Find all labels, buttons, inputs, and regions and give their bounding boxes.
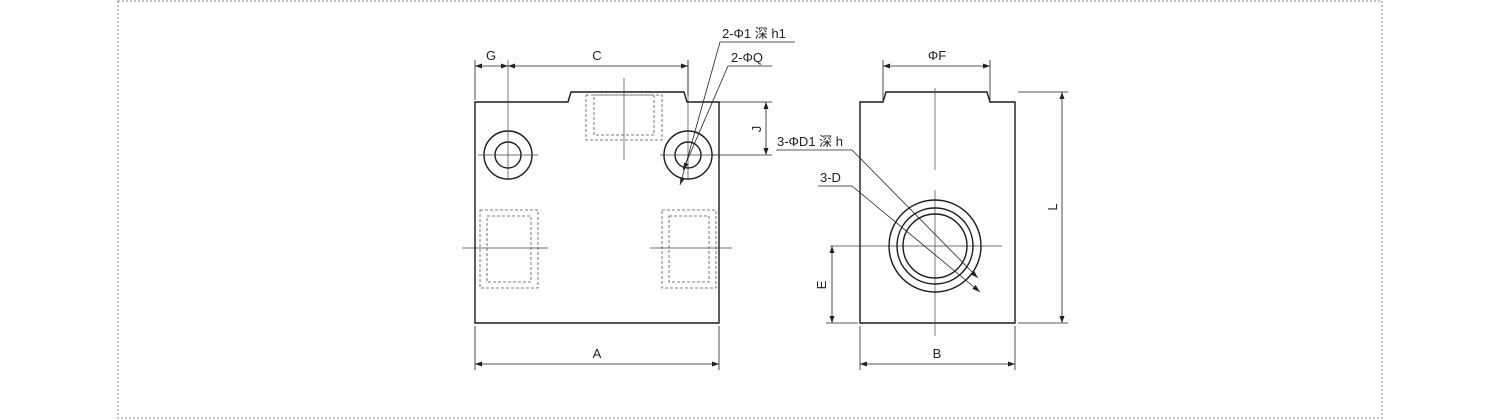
callout-3phid1-arrow: [970, 270, 978, 278]
callout-2phiq-leader: [682, 65, 729, 171]
callout-3d-arrow: [972, 285, 980, 292]
dim-g-arrow-left: [475, 63, 482, 69]
drawing-frame: [117, 0, 1383, 419]
side-view: ΦF B E L 3-ΦD1 深 h 3-D: [776, 48, 1068, 370]
front-view: G C A J 2-Φ1 深 h1 2-ΦQ: [462, 26, 795, 370]
side-view-outline: [859, 91, 1016, 324]
left-side-port-hidden-outer: [479, 209, 539, 289]
callout-2phiq-text: 2-ΦQ: [731, 50, 763, 65]
dim-a-label: A: [593, 346, 602, 361]
dim-b-label: B: [933, 346, 942, 361]
dim-e-arrow-bottom: [829, 316, 835, 323]
dim-c-arrow-left: [508, 63, 515, 69]
dim-b-arrow-left: [860, 361, 867, 367]
right-side-port-hidden-inner: [668, 215, 710, 283]
dim-l-label: L: [1045, 203, 1060, 210]
dim-a-arrow-right: [712, 361, 719, 367]
dim-l-arrow-top: [1059, 92, 1065, 99]
dim-c-arrow-right: [681, 63, 688, 69]
main-port-inner-circle: [902, 213, 968, 279]
callout-3d-leader: [851, 185, 981, 293]
dim-c-label: C: [592, 48, 601, 63]
callout-3phid1-leader: [851, 149, 979, 279]
left-side-port-hidden-inner: [486, 215, 532, 283]
callout-2phi1-text: 2-Φ1 深 h1: [722, 26, 786, 41]
dim-phif-arrow-right: [983, 63, 990, 69]
callout-3phid1-text: 3-ΦD1 深 h: [777, 134, 843, 149]
callout-2phiq-arrow: [683, 162, 689, 170]
dim-l-arrow-bottom: [1059, 316, 1065, 323]
dim-j-arrow-bottom: [763, 148, 769, 155]
callout-3d-text: 3-D: [820, 170, 841, 185]
callout-2phi1-arrow: [680, 177, 685, 185]
dim-phif-label: ΦF: [928, 48, 946, 63]
dim-a-arrow-left: [475, 361, 482, 367]
dim-j-arrow-top: [763, 102, 769, 109]
dim-phif-arrow-left: [883, 63, 890, 69]
dim-e-label: E: [814, 280, 829, 289]
main-port-outer-circle: [888, 199, 982, 293]
dim-b-arrow-right: [1008, 361, 1015, 367]
main-port-middle-circle: [896, 207, 974, 285]
dim-e-arrow-top: [829, 246, 835, 253]
dim-g-arrow-right: [501, 63, 508, 69]
front-view-outline: [474, 91, 720, 324]
dim-j-label: J: [749, 126, 764, 133]
right-side-port-hidden-outer: [661, 209, 717, 289]
dim-g-label: G: [486, 48, 496, 63]
